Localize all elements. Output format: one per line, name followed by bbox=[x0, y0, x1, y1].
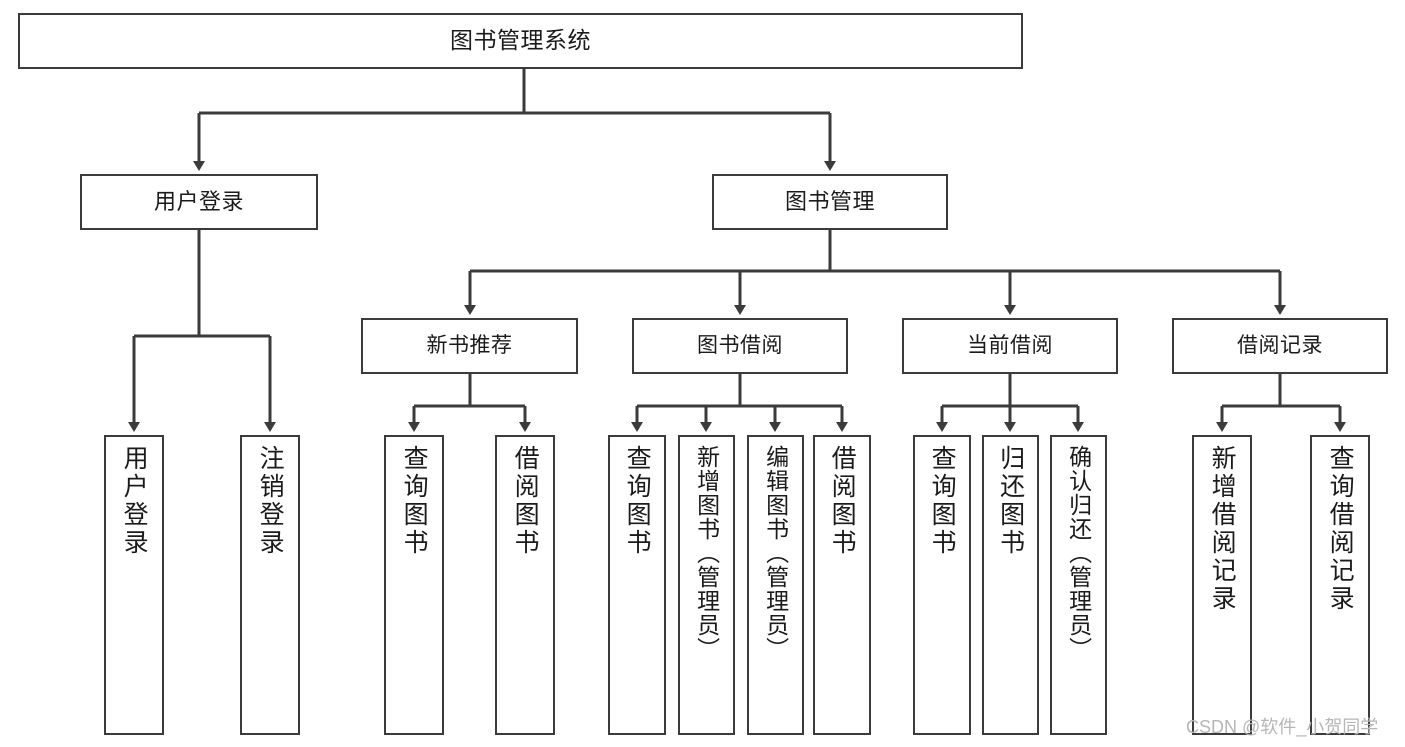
leaf-confirm-return-admin-label: 确认归还（管理员） bbox=[1065, 445, 1092, 661]
node-user-login-label: 用户登录 bbox=[153, 189, 244, 215]
leaf-edit-book-admin-label: 编辑图书（管理员） bbox=[762, 445, 789, 661]
leaf-return-book[interactable]: 归还图书 bbox=[982, 435, 1039, 735]
leaf-query-book-new-rec[interactable]: 查询图书 bbox=[384, 435, 444, 735]
leaf-borrow-book-new-rec[interactable]: 借阅图书 bbox=[495, 435, 555, 735]
leaf-borrow-book-new-rec-label: 借阅图书 bbox=[511, 445, 540, 557]
node-book-borrow-label: 图书借阅 bbox=[697, 333, 783, 357]
leaf-query-borrow-record-label: 查询借阅记录 bbox=[1326, 445, 1355, 613]
node-new-book-recommend-label: 新书推荐 bbox=[426, 333, 513, 357]
leaf-query-book-current[interactable]: 查询图书 bbox=[913, 435, 971, 735]
leaf-borrow-book-borrow-label: 借阅图书 bbox=[828, 445, 857, 557]
node-borrow-record-label: 借阅记录 bbox=[1237, 333, 1323, 357]
leaf-query-book-borrow[interactable]: 查询图书 bbox=[608, 435, 666, 735]
node-book-manage-label: 图书管理 bbox=[784, 189, 875, 215]
node-borrow-record[interactable]: 借阅记录 bbox=[1172, 318, 1388, 374]
leaf-query-book-borrow-label: 查询图书 bbox=[623, 445, 652, 557]
node-current-borrow[interactable]: 当前借阅 bbox=[902, 318, 1118, 374]
leaf-add-book-admin[interactable]: 新增图书（管理员） bbox=[678, 435, 735, 735]
leaf-add-borrow-record[interactable]: 新增借阅记录 bbox=[1192, 435, 1252, 735]
leaf-add-book-admin-label: 新增图书（管理员） bbox=[693, 445, 720, 661]
watermark: CSDN @软件_小贺同学 bbox=[1186, 717, 1379, 737]
node-root-label: 图书管理系统 bbox=[450, 27, 591, 54]
leaf-confirm-return-admin[interactable]: 确认归还（管理员） bbox=[1050, 435, 1107, 735]
leaf-user-logout-label: 注销登录 bbox=[256, 445, 285, 557]
node-current-borrow-label: 当前借阅 bbox=[967, 333, 1053, 357]
node-book-manage[interactable]: 图书管理 bbox=[712, 174, 948, 230]
leaf-return-book-label: 归还图书 bbox=[996, 445, 1025, 557]
leaf-user-login-label: 用户登录 bbox=[120, 445, 149, 557]
leaf-edit-book-admin[interactable]: 编辑图书（管理员） bbox=[747, 435, 804, 735]
leaf-user-login[interactable]: 用户登录 bbox=[104, 435, 164, 735]
node-book-borrow[interactable]: 图书借阅 bbox=[632, 318, 848, 374]
leaf-user-logout[interactable]: 注销登录 bbox=[240, 435, 300, 735]
node-user-login[interactable]: 用户登录 bbox=[80, 174, 318, 230]
node-root[interactable]: 图书管理系统 bbox=[18, 13, 1023, 69]
leaf-add-borrow-record-label: 新增借阅记录 bbox=[1208, 445, 1237, 613]
leaf-query-book-new-rec-label: 查询图书 bbox=[400, 445, 429, 557]
leaf-query-borrow-record[interactable]: 查询借阅记录 bbox=[1310, 435, 1370, 735]
leaf-borrow-book-borrow[interactable]: 借阅图书 bbox=[813, 435, 871, 735]
node-new-book-recommend[interactable]: 新书推荐 bbox=[361, 318, 578, 374]
leaf-query-book-current-label: 查询图书 bbox=[928, 445, 957, 557]
